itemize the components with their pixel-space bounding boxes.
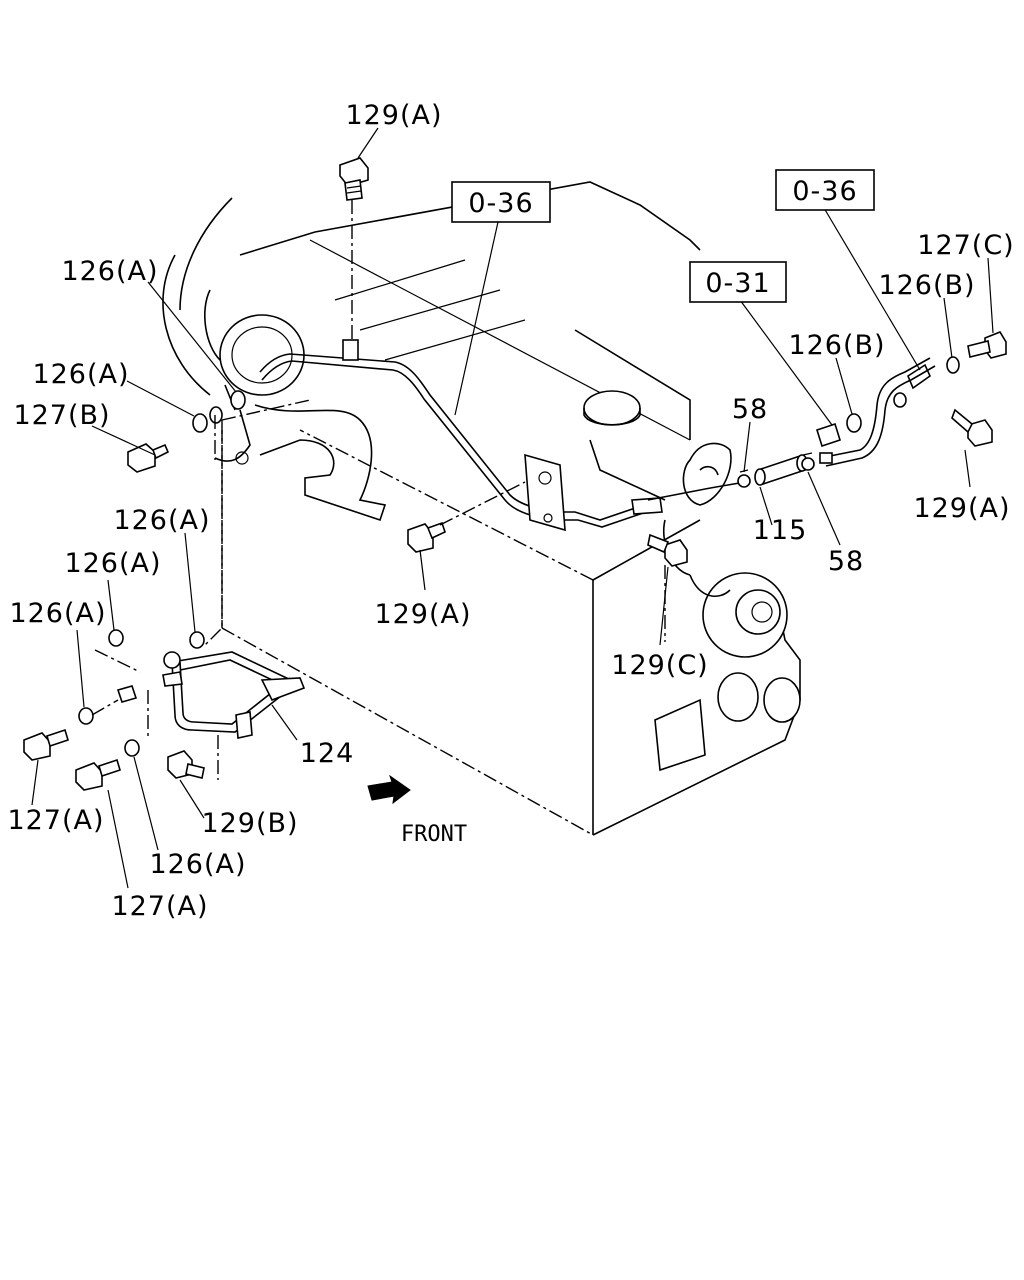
leader-lines xyxy=(31,127,994,889)
bolt-127c xyxy=(967,331,1007,359)
label-129a-top: 129(A) xyxy=(345,100,442,131)
bolt-129a-top xyxy=(339,157,369,201)
label-58-lower: 58 xyxy=(828,546,864,577)
label-126a-mid: 126(A) xyxy=(32,359,129,390)
label-127a-left: 127(A) xyxy=(7,805,104,836)
washers xyxy=(78,356,960,757)
label-126b-upper: 126(B) xyxy=(878,270,975,301)
oil-return-pipe-right xyxy=(647,357,936,501)
label-126a-left-1: 126(A) xyxy=(113,505,210,536)
label-127c: 127(C) xyxy=(917,230,1014,261)
label-126a-left-3: 126(A) xyxy=(9,598,106,629)
ref-box-0-36-right: 0-36 xyxy=(775,169,875,211)
ref-box-0-31: 0-31 xyxy=(689,261,787,303)
ref-label-0-36-right: 0-36 xyxy=(792,176,857,207)
front-arrow-icon xyxy=(367,774,411,805)
ref-box-0-36-center: 0-36 xyxy=(451,181,551,223)
bolt-127a-mid xyxy=(75,758,121,791)
ref-label-0-31: 0-31 xyxy=(705,268,770,299)
bolt-129b xyxy=(167,750,205,779)
label-124: 124 xyxy=(300,738,355,769)
bolt-129a-right xyxy=(951,408,993,447)
label-126b-lower: 126(B) xyxy=(788,330,885,361)
label-126a-bottom: 126(A) xyxy=(149,849,246,880)
label-126a-upper: 126(A) xyxy=(61,256,158,287)
clamp-58-left xyxy=(737,469,751,488)
bolt-127a-left xyxy=(23,728,69,761)
front-label: FRONT xyxy=(401,822,467,847)
part-labels: 129(A) 127(C) 126(B) 126(A) 126(B) 126(A… xyxy=(7,100,1014,922)
oil-feed-pipe xyxy=(259,339,663,532)
label-129a-center: 129(A) xyxy=(374,599,471,630)
hose-115 xyxy=(754,454,808,486)
label-129b: 129(B) xyxy=(201,808,298,839)
label-58-upper: 58 xyxy=(732,394,768,425)
label-127b: 127(B) xyxy=(13,400,110,431)
label-127a-bottom: 127(A) xyxy=(111,891,208,922)
bolt-127b xyxy=(127,443,170,473)
turbocharger-assembly xyxy=(214,314,387,522)
label-115: 115 xyxy=(753,515,808,546)
clamp-58-right xyxy=(801,452,815,471)
oil-return-pipe-124 xyxy=(116,651,306,739)
ref-label-0-36-center: 0-36 xyxy=(468,188,533,219)
label-129c: 129(C) xyxy=(611,650,708,681)
bolt-129a-center xyxy=(407,521,446,553)
label-126a-left-2: 126(A) xyxy=(64,548,161,579)
bolt-129c xyxy=(647,533,688,567)
label-129a-right: 129(A) xyxy=(913,493,1010,524)
